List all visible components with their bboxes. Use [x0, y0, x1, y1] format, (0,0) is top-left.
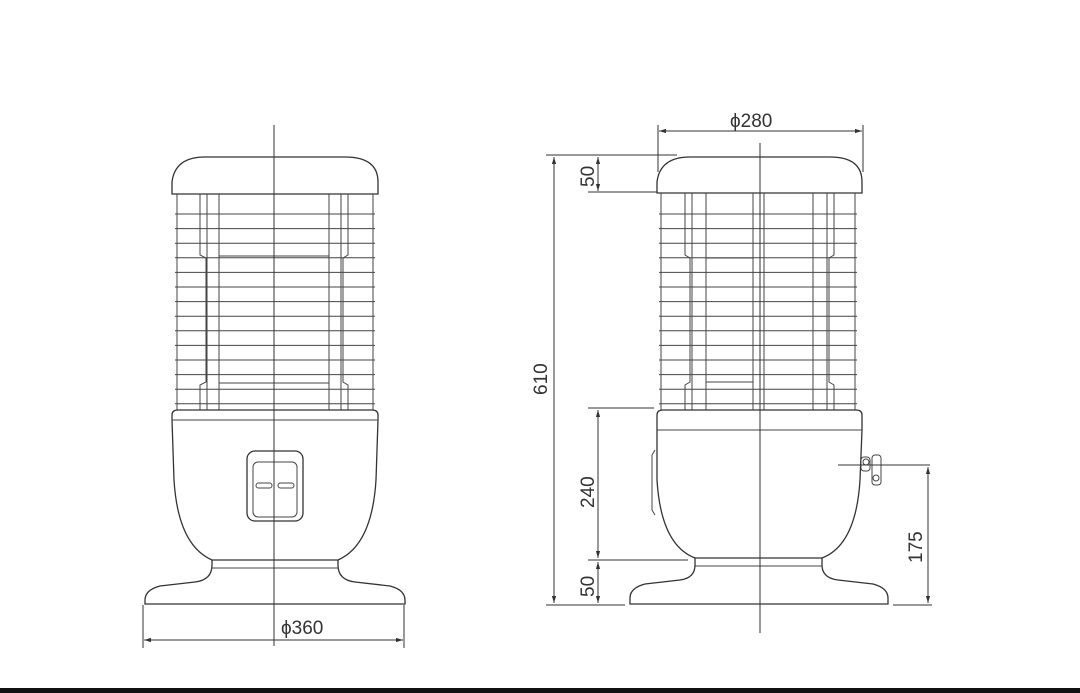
grille — [659, 193, 857, 410]
foot — [144, 560, 406, 605]
dimension-label-body-height: 240 — [578, 476, 599, 508]
dimension-label-top-diameter: ϕ280 — [730, 111, 772, 132]
dimension-label-cap-height: 50 — [578, 166, 599, 187]
bottom-border — [0, 688, 1080, 693]
dimension-label-base-diameter: ϕ360 — [281, 618, 323, 639]
top-cap — [656, 156, 863, 194]
front-view: ϕ360 — [142, 125, 406, 648]
foot — [629, 558, 889, 605]
valve — [860, 454, 882, 486]
grille — [175, 194, 375, 410]
dimension-label-foot-height: 50 — [578, 576, 599, 597]
side-view: ϕ280 610 50 240 50 175 — [531, 111, 932, 633]
base-body — [171, 409, 379, 561]
control-panel — [246, 450, 304, 522]
top-cap — [171, 156, 379, 195]
base-body — [656, 409, 863, 559]
dimension-label-valve-height: 175 — [906, 531, 927, 563]
dimension-label-total-height: 610 — [531, 363, 552, 395]
